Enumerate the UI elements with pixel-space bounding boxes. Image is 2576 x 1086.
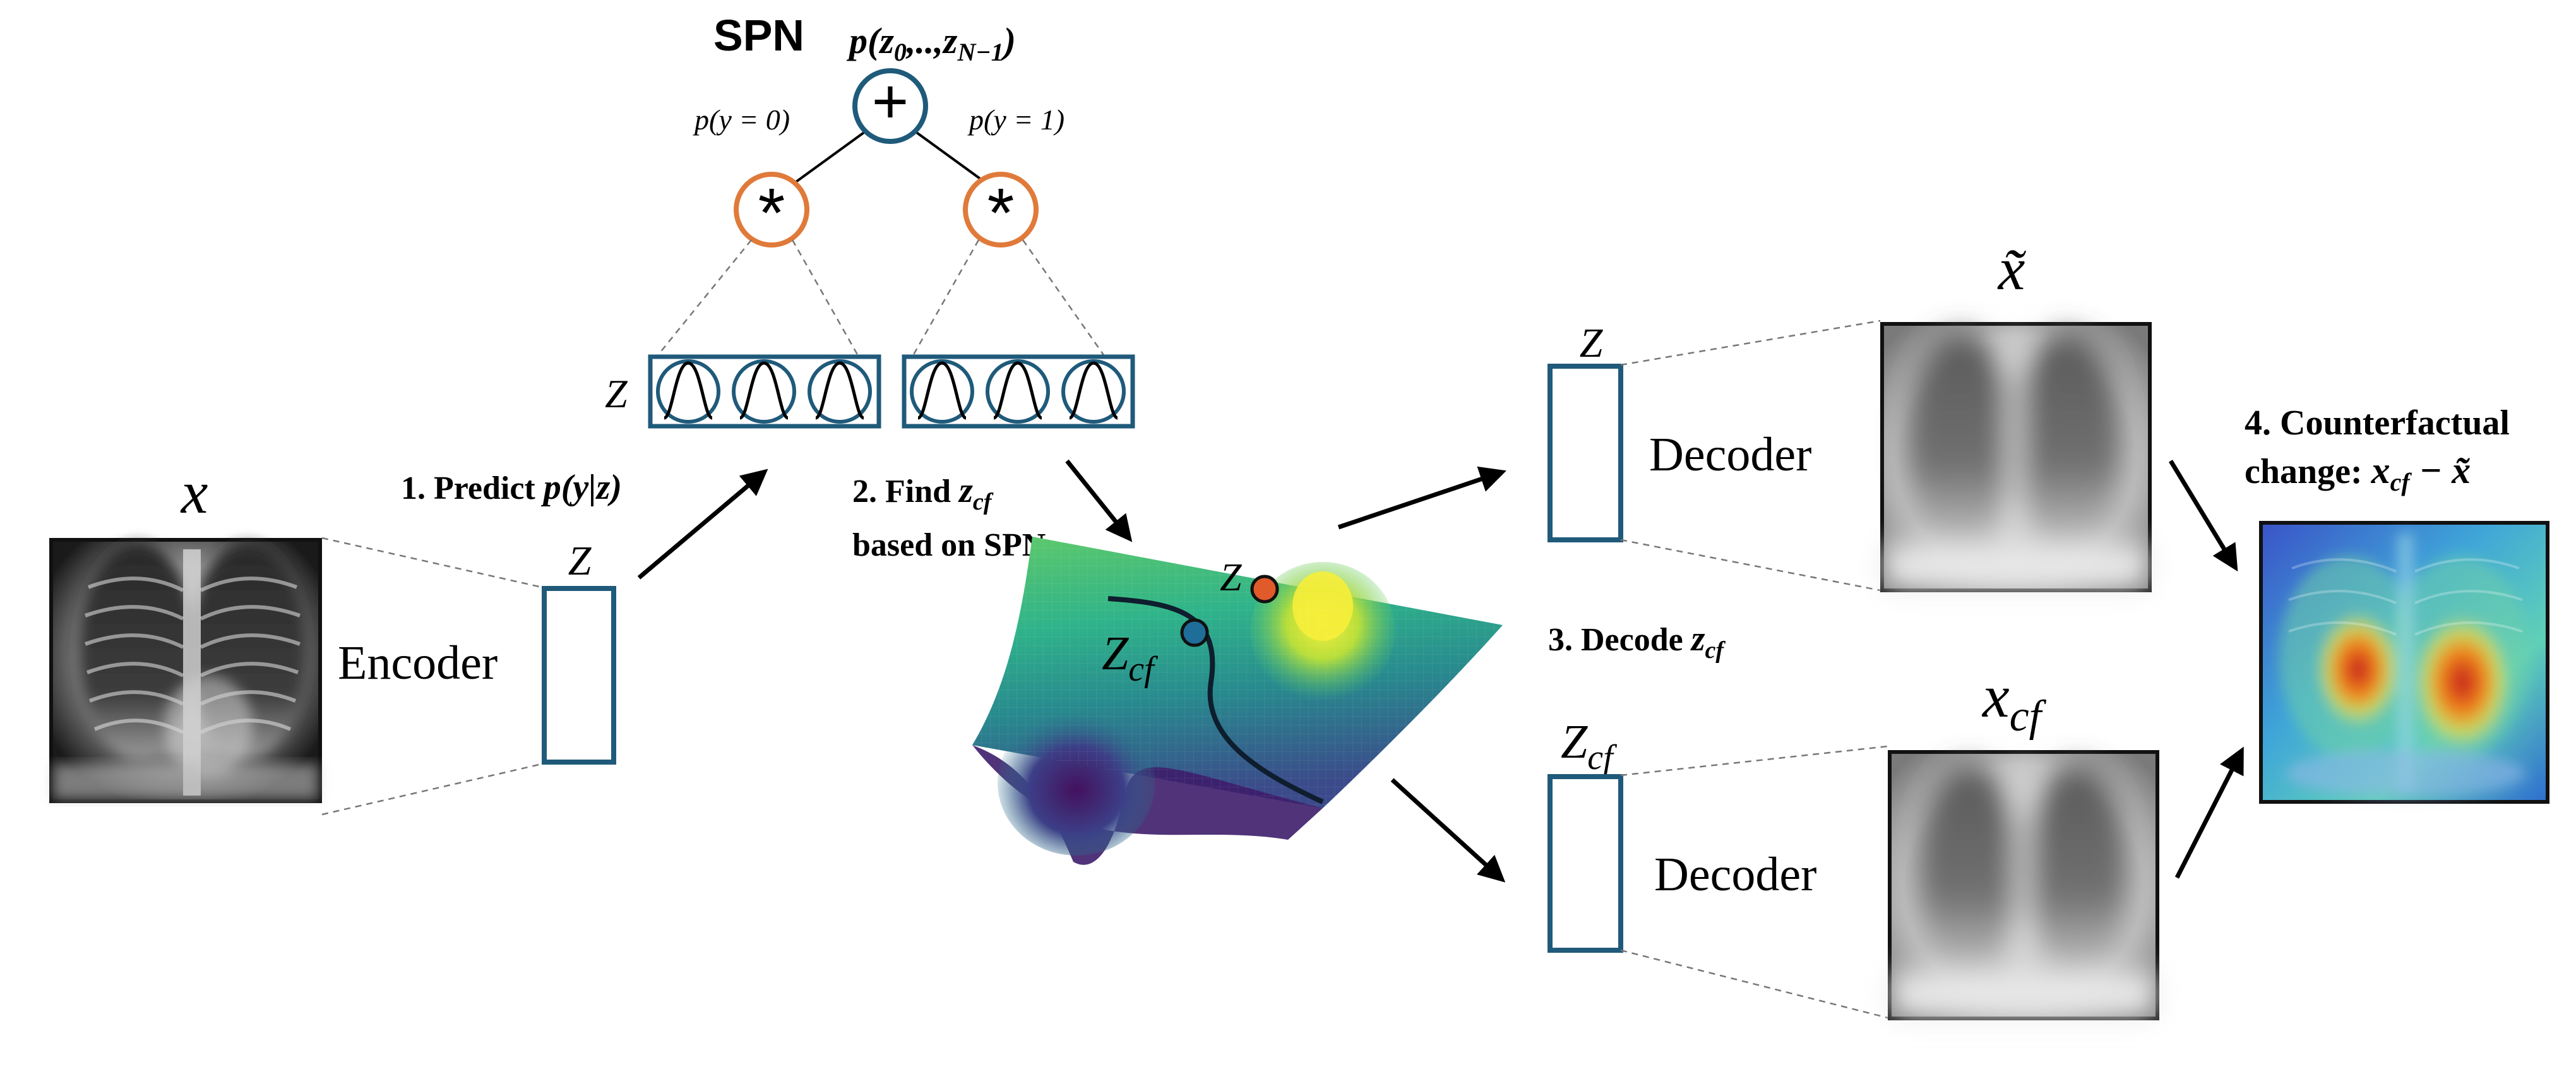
product-symbol-right: *: [987, 174, 1015, 252]
top-output-label: x̃: [1997, 235, 2026, 302]
latent-point-zcf: [1180, 618, 1209, 647]
arrow-to-top-decoder: [1337, 466, 1506, 530]
bottom-decoder-latent: [1547, 774, 1623, 953]
step4-label-line1: 4. Counterfactual: [2245, 403, 2510, 443]
product-symbol-left: *: [758, 174, 785, 252]
input-xray-image: [49, 538, 322, 803]
step2-label-line1: 2. Find zcf: [852, 471, 994, 515]
top-decoder-label: Decoder: [1649, 428, 1811, 481]
likelihood-landscape: Z Zcf: [972, 537, 1503, 865]
bottom-output-label: xcf: [1981, 662, 2047, 741]
gaussian-leaf: [1061, 359, 1126, 424]
spn-leaf-row-label: Z: [605, 371, 628, 416]
gaussian-leaf: [910, 359, 974, 424]
step3-label: 3. Decode zcf: [1548, 619, 1726, 664]
input-x-label: x: [180, 458, 208, 526]
landscape-z-label: Z: [1220, 556, 1242, 599]
arrow-to-bottom-decoder: [1390, 778, 1506, 883]
encoder-label: Encoder: [338, 636, 498, 689]
top-decoder-z-label: Z: [1580, 320, 1604, 366]
step2-label-line2: based on SPN: [852, 527, 1046, 563]
spn-branch-right-label: p(y = 1): [967, 104, 1064, 136]
gaussian-leaf: [986, 359, 1050, 424]
counterfactual-image: [1888, 750, 2159, 1020]
step1-label: 1. Predict p(y|z): [401, 468, 622, 507]
encoder-z-label: Z: [568, 538, 592, 584]
arrow-bottom-to-heatmap: [2174, 746, 2244, 879]
sum-symbol: +: [872, 66, 909, 137]
latent-z-vector: [542, 586, 616, 765]
spn-leaf-group-left: [648, 354, 881, 429]
step4-label-line2: change: xcf − x̃: [2245, 450, 2471, 496]
counterfactual-heatmap: [2259, 521, 2549, 804]
gaussian-leaf: [656, 359, 720, 424]
spn-product-node-right: *: [963, 172, 1039, 252]
gaussian-leaf: [808, 359, 872, 424]
bottom-decoder-z-label: Zcf: [1561, 715, 1618, 777]
spn-product-node-left: *: [734, 172, 809, 252]
spn-branch-left-label: p(y = 0): [693, 104, 790, 136]
top-decoder-latent: [1547, 364, 1623, 542]
gaussian-leaf: [732, 359, 796, 424]
spn-tree: SPN p(z0,..,zN−1) p(y = 0) p(y = 1) + * …: [605, 11, 1135, 429]
spn-root-formula: p(z0,..,zN−1): [846, 20, 1016, 66]
reconstruction-image: [1880, 322, 2152, 592]
spn-sum-node: +: [852, 66, 928, 144]
arrow-to-spn: [637, 468, 768, 580]
spn-title: SPN: [713, 11, 804, 60]
arrow-top-to-heatmap: [2169, 460, 2238, 572]
landscape-zcf-label: Zcf: [1102, 627, 1159, 689]
spn-leaf-group-right: [902, 354, 1135, 429]
latent-point-z: [1250, 575, 1279, 604]
arrow-to-landscape: [1065, 459, 1133, 542]
bottom-decoder-label: Decoder: [1654, 848, 1816, 901]
